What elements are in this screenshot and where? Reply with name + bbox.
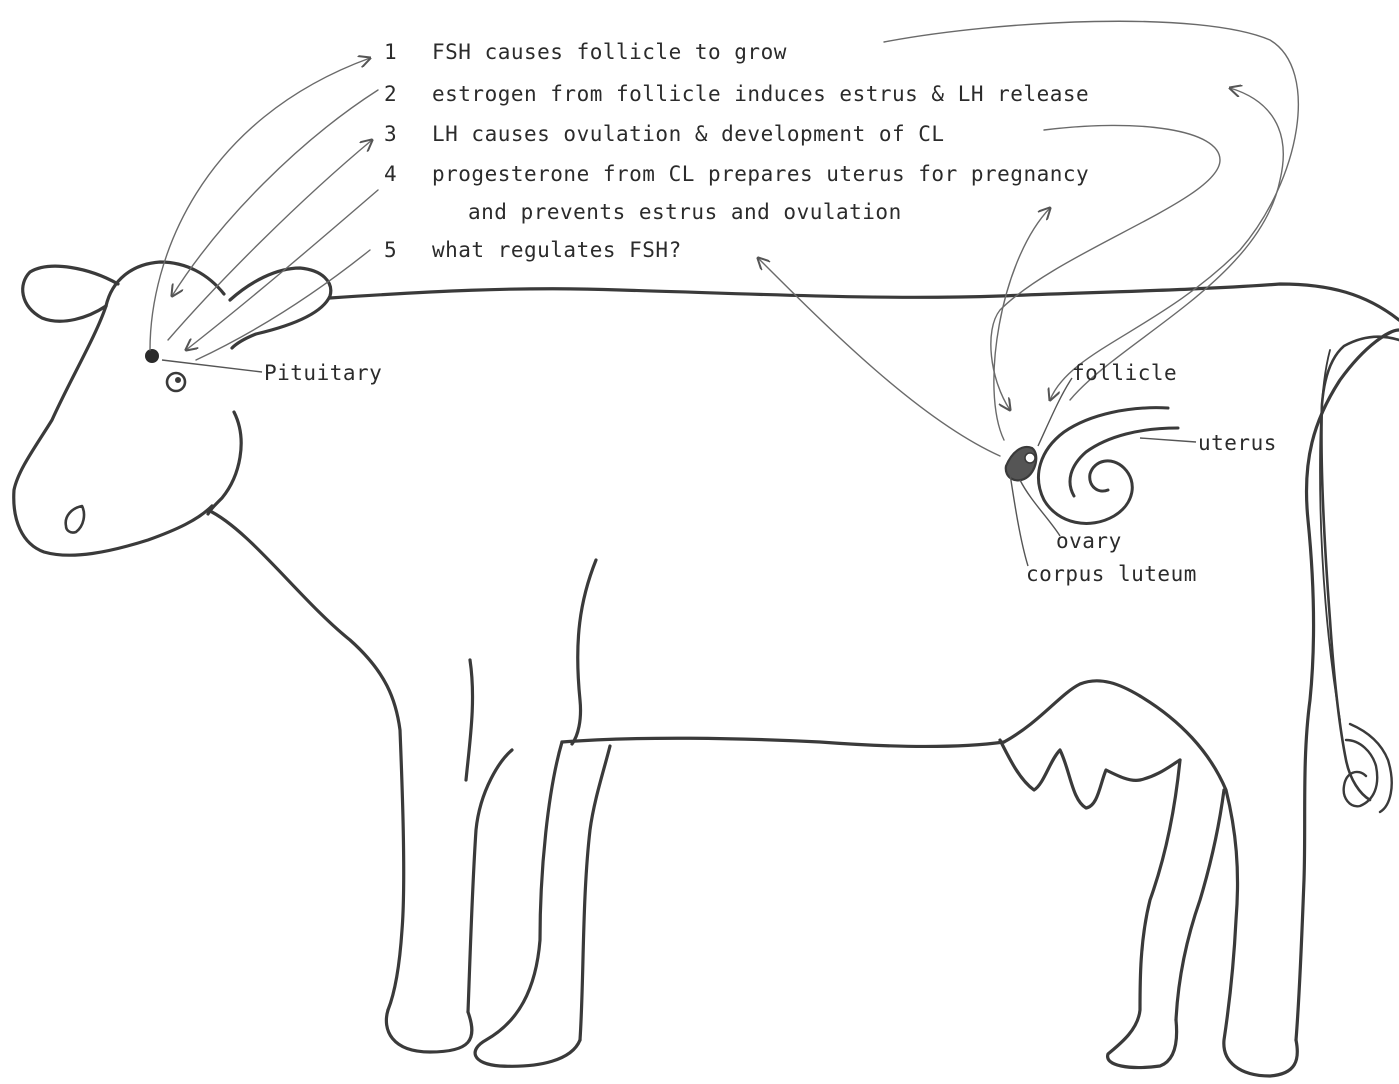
udder — [1000, 740, 1180, 808]
dewlap — [208, 510, 404, 1010]
arrow-fsh-to-follicle — [884, 21, 1298, 400]
leader-follicle — [1038, 378, 1072, 446]
shoulder — [572, 560, 596, 744]
label-follicle: follicle — [1072, 361, 1177, 385]
elbow — [466, 660, 473, 780]
label-ovary: ovary — [1056, 529, 1122, 553]
step-number: 4 — [384, 162, 404, 186]
step-number: 1 — [384, 40, 404, 64]
arrow-progesterone-up — [994, 208, 1050, 440]
face — [14, 306, 212, 555]
uterus-coil-inner — [1070, 428, 1178, 496]
hind-leg-2-back — [1176, 790, 1224, 1020]
back-line — [330, 284, 1399, 320]
hind-leg-back — [1296, 330, 1399, 1040]
leader-pituitary — [162, 360, 262, 372]
step-text: LH causes ovulation & development of CL — [432, 122, 945, 146]
belly-rear — [1004, 681, 1140, 742]
nostril — [66, 506, 84, 533]
leader-uterus — [1140, 438, 1196, 442]
front-leg-front — [386, 1010, 472, 1052]
uterus-coil-outer — [1038, 408, 1168, 524]
step-text: FSH causes follicle to grow — [432, 40, 787, 64]
step-text: estrogen from follicle induces estrus & … — [432, 82, 1089, 106]
hind-leg-2-front — [1108, 760, 1180, 1068]
reproductive-tract — [1006, 408, 1178, 524]
step-text-continuation: and prevents estrus and ovulation — [468, 200, 902, 224]
belly — [562, 738, 1004, 746]
arrow-what-regulates-fsh — [758, 258, 1000, 456]
step-number: 2 — [384, 82, 404, 106]
arrow-to-step-1 — [150, 58, 370, 350]
cow-outline — [14, 262, 1399, 1076]
label-uterus: uterus — [1198, 431, 1277, 455]
step-text: what regulates FSH? — [432, 238, 682, 262]
hind-leg-front — [1140, 696, 1297, 1076]
leader-corpus-luteum — [1010, 474, 1028, 566]
step-text: progesterone from CL prepares uterus for… — [432, 162, 1089, 186]
label-corpus-luteum: corpus luteum — [1026, 562, 1197, 586]
front-leg-2-front — [475, 742, 580, 1066]
pituitary-dot — [145, 349, 159, 363]
jaw — [208, 412, 241, 514]
head-top — [106, 262, 224, 306]
label-pituitary: Pituitary — [264, 361, 382, 385]
corpus-luteum-spot — [1025, 453, 1035, 463]
right-ear — [230, 268, 331, 348]
arrow-step-2-to-pituitary — [172, 90, 378, 296]
eye-pupil — [175, 377, 181, 383]
front-leg-back — [468, 750, 512, 1012]
step-number: 3 — [384, 122, 404, 146]
arrow-to-step-3 — [168, 140, 372, 340]
front-leg-2-back — [580, 746, 610, 1040]
step-number: 5 — [384, 238, 404, 262]
arrow-step-5-to-pituitary — [196, 250, 370, 360]
